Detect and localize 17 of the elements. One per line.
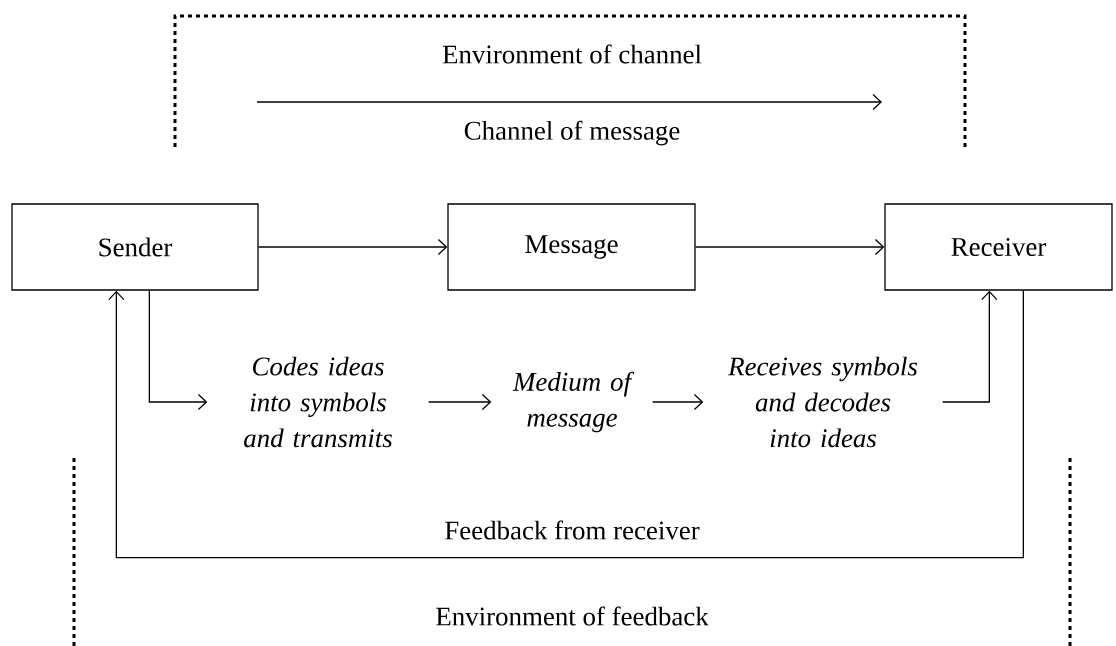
label-text: Environment of feedback xyxy=(433,604,711,628)
arrow xyxy=(258,238,448,256)
label-text: Environment of channel xyxy=(440,42,704,66)
arrow xyxy=(108,290,1024,559)
arrow xyxy=(942,290,998,403)
arrow xyxy=(428,393,492,411)
arrow xyxy=(148,290,208,411)
step-text: Codes ideas into symbols and transmits xyxy=(244,356,392,448)
label-text: Channel of message xyxy=(461,118,683,148)
step-text: Medium of message xyxy=(512,371,635,433)
process-box: Receiver xyxy=(884,203,1113,291)
arrow xyxy=(695,238,885,256)
process-box: Sender xyxy=(11,203,259,291)
edge-label: Feedback from receiver xyxy=(442,518,702,542)
step-text: Receives symbols and decodes into ideas xyxy=(728,356,918,448)
arrow xyxy=(652,393,704,411)
process-box: Message xyxy=(447,203,696,291)
